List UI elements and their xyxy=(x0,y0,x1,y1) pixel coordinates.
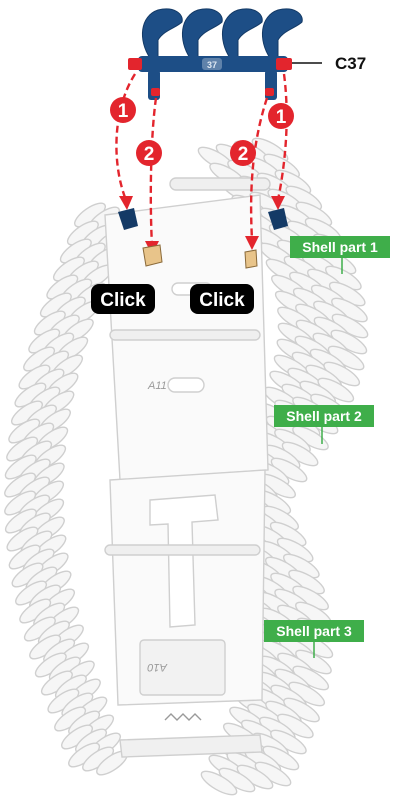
axle-stamp-text: 37 xyxy=(207,60,217,70)
axle-stub-3 xyxy=(169,177,271,191)
arrow-head-1-right xyxy=(271,196,285,210)
step-badges: 1 2 2 1 xyxy=(110,97,294,166)
pin-prong-left xyxy=(151,88,160,96)
clip-right xyxy=(244,249,258,269)
frame-lower-plate xyxy=(139,639,226,696)
arrow-2-right xyxy=(249,97,269,241)
step-number: 1 xyxy=(276,107,287,128)
assembly-arrows xyxy=(115,73,288,246)
clip-left xyxy=(142,244,163,267)
click-label: Click xyxy=(199,290,245,311)
axle-part-c37: 37 xyxy=(128,8,303,100)
axle-fin xyxy=(141,8,183,59)
clips xyxy=(142,244,258,269)
shell-label-text: Shell part 1 xyxy=(302,239,378,255)
step-badge-1-left: 1 xyxy=(110,97,136,123)
shell-label-text: Shell part 2 xyxy=(286,408,362,424)
pin-end-left xyxy=(128,58,142,70)
axle-fins xyxy=(141,8,303,59)
shell-label-text: Shell part 3 xyxy=(276,623,352,639)
part-marking-bottom: A10 xyxy=(147,661,168,673)
target-slots xyxy=(118,208,288,230)
part-code-label: C37 xyxy=(335,54,366,73)
click-callout-left: Click xyxy=(91,284,155,314)
arrow-1-left xyxy=(115,73,137,201)
shell-left-scales xyxy=(4,202,134,776)
step-number: 2 xyxy=(238,144,249,165)
axle-stub-1 xyxy=(109,329,261,341)
axle-fin xyxy=(261,8,303,59)
lower-rod xyxy=(119,734,263,758)
arrow-2-left xyxy=(149,97,158,246)
shell-label-1: Shell part 1 xyxy=(290,236,390,274)
step-number: 1 xyxy=(118,101,129,122)
shell-label-3: Shell part 3 xyxy=(264,620,364,658)
axle-fin xyxy=(181,8,223,59)
slot-hook-right xyxy=(268,208,288,230)
arrow-head-1-left xyxy=(119,196,133,210)
frame-slot-mid xyxy=(167,377,205,393)
step-badge-2-left: 2 xyxy=(136,140,162,166)
click-callout-right: Click xyxy=(190,284,254,314)
arrow-head-2-right xyxy=(245,236,259,250)
axle-fin xyxy=(221,8,263,59)
slot-hook-left xyxy=(118,208,138,230)
shell-right-scales xyxy=(197,137,369,796)
click-label: Click xyxy=(100,290,146,311)
shell-scale xyxy=(200,770,238,796)
pin-end-right xyxy=(276,58,292,70)
axle-stub-2 xyxy=(104,544,261,556)
shell-assembly xyxy=(4,137,369,796)
part-marking-top: A11 xyxy=(147,380,167,392)
step-badge-1-right: 1 xyxy=(268,103,294,129)
step-number: 2 xyxy=(144,144,155,165)
shell-label-2: Shell part 2 xyxy=(274,405,374,444)
lower-spring xyxy=(164,713,202,721)
step-badge-2-right: 2 xyxy=(230,140,256,166)
axle-stamp-badge xyxy=(202,58,222,70)
pin-prong-right xyxy=(265,88,274,96)
frame-t-piece xyxy=(149,494,219,628)
arrow-1-right xyxy=(276,73,288,201)
